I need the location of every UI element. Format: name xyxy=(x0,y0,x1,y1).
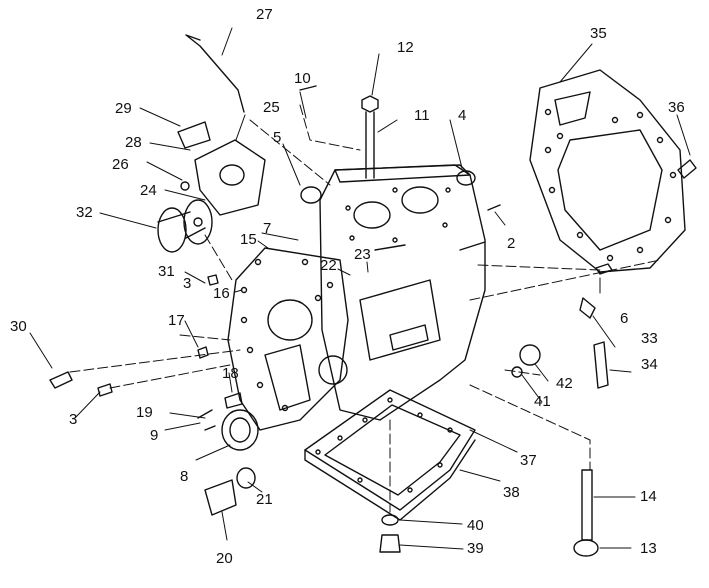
callout-33: 33 xyxy=(641,330,658,347)
callout-4: 4 xyxy=(458,107,467,124)
dipstick xyxy=(185,34,245,113)
callout-35: 35 xyxy=(590,25,607,42)
callout-15: 15 xyxy=(240,231,257,248)
callout-9: 9 xyxy=(150,427,159,444)
callout-41: 41 xyxy=(534,393,551,410)
callout-3-upper: 3 xyxy=(183,275,192,292)
assembly-lines xyxy=(69,104,661,513)
cylinder-block xyxy=(319,164,486,421)
head-bolt xyxy=(361,95,379,179)
callout-6: 6 xyxy=(620,310,629,327)
callout-11: 11 xyxy=(414,107,430,124)
callout-7: 7 xyxy=(263,220,272,237)
small-parts xyxy=(49,85,697,557)
callout-28: 28 xyxy=(125,134,142,151)
callout-32: 32 xyxy=(76,204,93,221)
oil-filler-assembly xyxy=(177,121,266,216)
callout-31: 31 xyxy=(158,263,175,280)
oil-filter xyxy=(157,199,213,253)
callout-36: 36 xyxy=(668,99,685,116)
callout-5: 5 xyxy=(273,129,282,146)
callout-2: 2 xyxy=(507,235,516,252)
callout-27: 27 xyxy=(256,6,273,23)
callout-12: 12 xyxy=(397,39,414,56)
callout-8: 8 xyxy=(180,468,189,485)
callout-37: 37 xyxy=(520,452,537,469)
callout-39: 39 xyxy=(467,540,484,557)
flywheel-housing-plate xyxy=(529,69,686,273)
callout-38: 38 xyxy=(503,484,520,501)
callout-21: 21 xyxy=(256,491,273,508)
callout-3-lower: 3 xyxy=(69,411,78,428)
callout-13: 13 xyxy=(640,540,657,557)
callout-10: 10 xyxy=(294,70,311,87)
callout-22: 22 xyxy=(320,257,337,274)
gear-case-front-plate xyxy=(227,247,349,431)
leader-lines xyxy=(29,27,691,550)
callout-19: 19 xyxy=(136,404,153,421)
callout-25: 25 xyxy=(263,99,280,116)
callout-29: 29 xyxy=(115,100,132,117)
callout-17: 17 xyxy=(168,312,185,329)
callout-34: 34 xyxy=(641,356,658,373)
callout-26: 26 xyxy=(112,156,129,173)
callout-40: 40 xyxy=(467,517,484,534)
callout-23: 23 xyxy=(354,246,371,263)
callout-20: 20 xyxy=(216,550,233,567)
callout-18: 18 xyxy=(222,365,239,382)
callout-16: 16 xyxy=(213,285,230,302)
callout-14: 14 xyxy=(640,488,657,505)
callout-24: 24 xyxy=(140,182,157,199)
callout-42: 42 xyxy=(556,375,573,392)
oil-pan xyxy=(304,389,476,521)
callout-30: 30 xyxy=(10,318,27,335)
